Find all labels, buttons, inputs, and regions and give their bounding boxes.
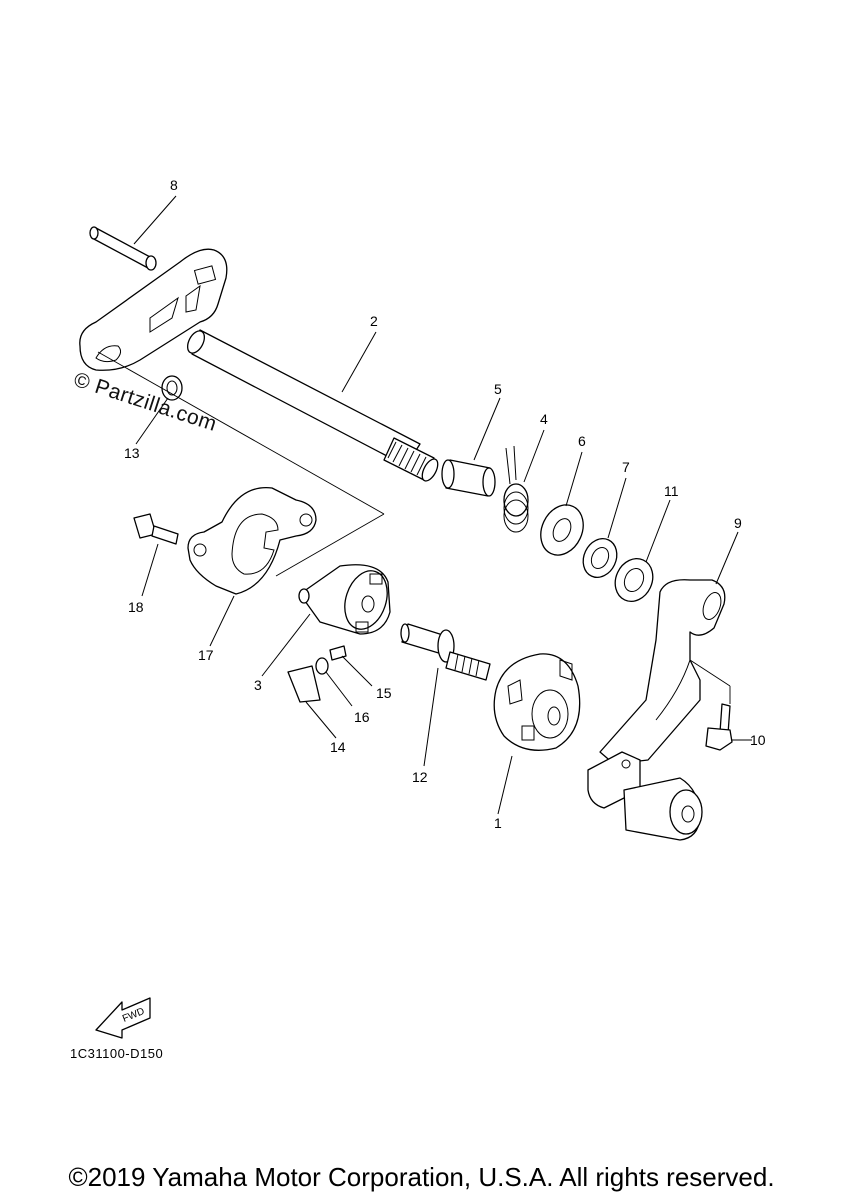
collar-part-5	[441, 397, 501, 497]
callout-6: 6	[578, 433, 586, 449]
pin-part-8	[89, 195, 177, 271]
assembly-lines	[97, 351, 385, 577]
callout-8: 8	[170, 177, 178, 193]
callout-5: 5	[494, 381, 502, 397]
fwd-arrow-icon: FWD	[95, 997, 151, 1039]
bolt-part-10	[705, 703, 752, 751]
drum-segment-part-1	[493, 653, 581, 815]
callout-16: 16	[354, 709, 370, 725]
callout-11: 11	[664, 483, 679, 499]
plate-part-14	[287, 665, 337, 739]
copyright-footer: ©2019 Yamaha Motor Corporation, U.S.A. A…	[68, 1162, 775, 1192]
diagram-code: 1C31100-D150	[70, 1046, 164, 1061]
callout-7: 7	[622, 459, 630, 475]
shift-pedal-part-9	[587, 531, 739, 841]
stopper-plate-part-17	[187, 486, 317, 647]
callout-labels: 1 2 3 4 5 6 7 8 9 10 11 12 13 14 15 16 1…	[124, 177, 766, 831]
callout-3: 3	[254, 677, 262, 693]
shift-shaft-part-2	[79, 248, 439, 482]
bolt-part-18	[133, 513, 179, 597]
callout-15: 15	[376, 685, 392, 701]
spring-part-4	[503, 429, 545, 533]
callout-13: 13	[124, 445, 140, 461]
bearing-part-7	[582, 477, 627, 578]
shaft-part-12	[400, 623, 491, 767]
callout-9: 9	[734, 515, 742, 531]
callout-18: 18	[128, 599, 144, 615]
callout-4: 4	[540, 411, 548, 427]
callout-14: 14	[330, 739, 346, 755]
callout-2: 2	[370, 313, 378, 329]
shift-segment-part-3	[261, 564, 391, 677]
spring-part-15	[329, 645, 373, 687]
callout-17: 17	[198, 647, 214, 663]
callout-10: 10	[750, 732, 766, 748]
callout-12: 12	[412, 769, 428, 785]
pin-part-16	[315, 657, 353, 707]
callout-1: 1	[494, 815, 502, 831]
washer-part-6	[540, 451, 584, 556]
seal-part-11	[614, 499, 671, 602]
